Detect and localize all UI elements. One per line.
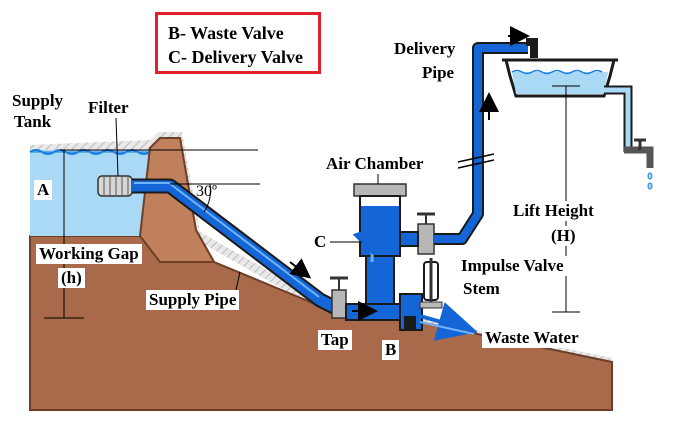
label-delivery-pipe-2: Pipe: [422, 63, 455, 82]
upper-tank-surface: [511, 69, 603, 75]
angle-arc: [203, 183, 211, 213]
upper-tank-water: [512, 72, 608, 94]
air-chamber-water: [361, 206, 399, 255]
label-lift-height-2: (H): [548, 226, 579, 246]
supply-pipe-pointer: [235, 271, 241, 291]
impulse-valve-disc: [419, 301, 443, 309]
label-impulse-valve-1: Impulse Valve: [458, 256, 567, 276]
label-impulse-valve-2: Stem: [460, 279, 503, 299]
label-point-a: A: [34, 180, 53, 200]
label-working-gap-1: Working Gap: [36, 244, 142, 264]
legend-waste-valve: B- Waste Valve: [168, 23, 284, 43]
outlet-pipe-fill: [604, 87, 631, 152]
waste-valve-block: [404, 316, 416, 330]
delivery-pipe-water: [434, 44, 528, 243]
outlet-pipe: [604, 85, 633, 152]
label-supply-tank-1: Supply: [12, 91, 64, 110]
label-supply-tank-2: Tank: [14, 112, 52, 131]
label-lift-height-1: Lift Height: [510, 201, 597, 221]
label-waste-water: Waste Water: [482, 328, 582, 348]
delivery-pipe-break-2: [457, 153, 495, 163]
delivery-pipe-outlet: [526, 38, 538, 58]
supply-tank-surface: [29, 149, 163, 155]
delivery-pipe-break-1: [457, 159, 495, 169]
label-air-chamber: Air Chamber: [326, 154, 424, 173]
flow-arrow-supply: [289, 258, 312, 279]
faucet: [624, 146, 654, 168]
air-to-delivery-pipe: [399, 231, 419, 247]
supply-pipe-highlight: [134, 182, 320, 298]
tap-body: [331, 289, 347, 319]
label-filter: Filter: [88, 98, 129, 117]
waste-water-jet-2: [419, 321, 475, 335]
label-point-b: B: [382, 340, 400, 360]
label-tap: Tap: [318, 330, 352, 350]
label-point-c: C: [314, 232, 327, 251]
air-chamber-flow-arrow: [352, 223, 385, 263]
label-working-gap-2: (h): [58, 268, 85, 288]
waste-water-jet: [419, 302, 478, 341]
filter-pointer: [115, 117, 119, 177]
label-angle: 30º: [196, 183, 217, 200]
legend-delivery-valve: C- Delivery Valve: [168, 47, 303, 67]
air-chamber-cap: [353, 183, 407, 197]
faucet-drops: [647, 172, 653, 190]
legend-box: B- Waste Valve C- Delivery Valve: [155, 12, 321, 74]
label-supply-pipe: Supply Pipe: [146, 290, 240, 310]
delivery-valve-body: [417, 223, 435, 255]
label-delivery-pipe-1: Delivery: [394, 39, 456, 58]
filter-mesh: [103, 176, 129, 196]
air-chamber-neck: [365, 255, 395, 305]
filter: [97, 175, 133, 197]
